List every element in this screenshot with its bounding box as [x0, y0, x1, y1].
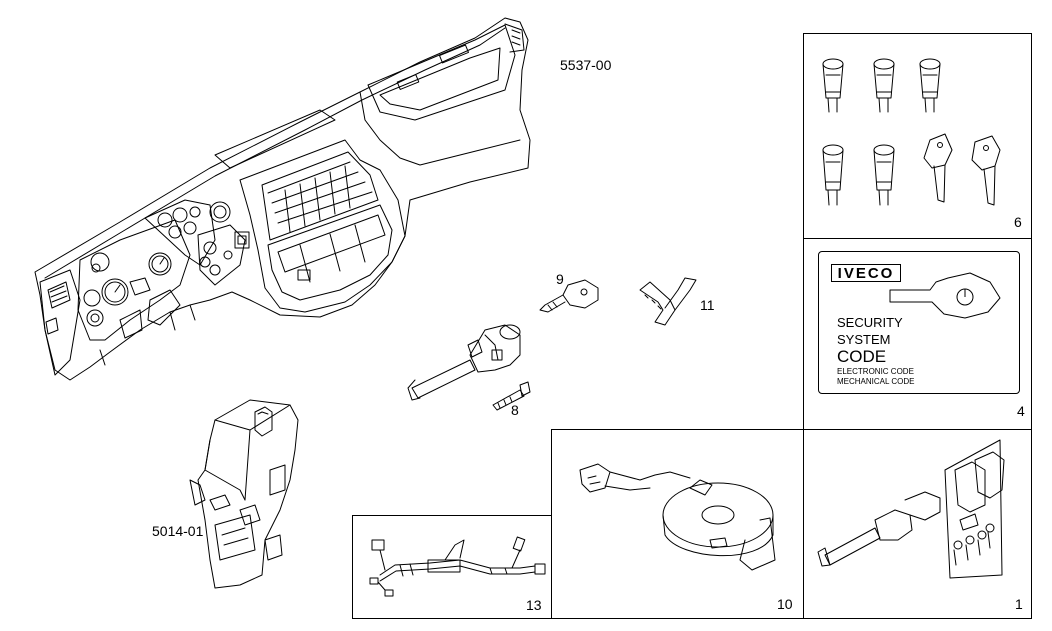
lock-cylinder [874, 145, 894, 205]
label-dashboard: 5537-00 [560, 57, 612, 73]
label-wiring: 13 [526, 597, 542, 613]
lock-cylinder [874, 59, 894, 112]
lock-cylinder [920, 59, 940, 112]
locks-keys-drawing [823, 59, 1000, 205]
clock-spring-drawing [580, 464, 775, 570]
module-drawing [190, 400, 298, 588]
dashboard-drawing [35, 18, 530, 380]
label-code-card: 4 [1017, 403, 1025, 419]
lock-cylinder [823, 145, 843, 205]
steering-lock-drawing [408, 325, 520, 400]
label-clock-spring: 10 [777, 596, 793, 612]
label-cable-tie: 11 [700, 297, 715, 313]
card-line-system: SYSTEM [837, 332, 891, 347]
brand-logo: IVECO [831, 264, 901, 282]
security-code-card: IVECO SECURITY SYSTEM CODE ELECTRONIC CO… [818, 251, 1020, 394]
lock-cylinder [823, 59, 843, 112]
lock-set-drawing [818, 440, 1004, 578]
label-screw: 8 [511, 402, 519, 418]
panel-wiring [352, 515, 552, 619]
card-line-security: SECURITY [837, 315, 903, 330]
key [924, 134, 952, 202]
key [972, 136, 1000, 205]
cable-tie-drawing [640, 278, 696, 325]
label-lock-set: 1 [1015, 596, 1023, 612]
label-locks-keys: 6 [1014, 214, 1022, 230]
label-module: 5014-01 [152, 523, 204, 539]
key-blank-drawing [540, 280, 598, 312]
wiring-drawing [370, 537, 545, 596]
card-line-code: CODE [837, 347, 887, 366]
screw-drawing [493, 382, 530, 410]
card-line-electronic-code: ELECTRONIC CODE [837, 367, 914, 376]
card-line-mechanical-code: MECHANICAL CODE [837, 377, 915, 386]
label-key-blank: 9 [556, 271, 564, 287]
